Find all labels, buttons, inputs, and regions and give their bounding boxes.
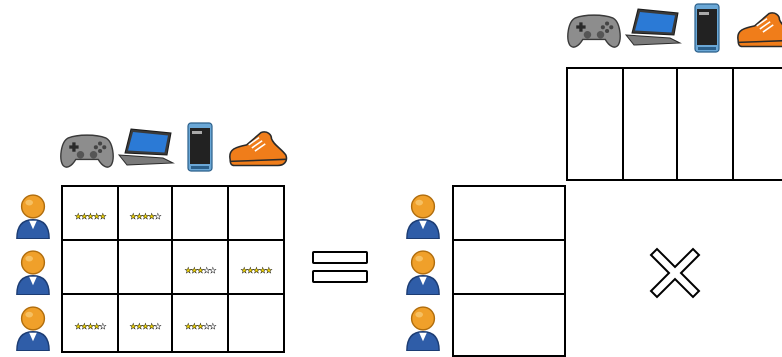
rating-cell <box>62 240 118 294</box>
user-factor-row <box>452 185 566 241</box>
rating-cell <box>228 186 284 240</box>
rating-cell: ★★★★★ <box>172 294 228 352</box>
star-icon: ★ <box>209 322 215 331</box>
rating-cell: ★★★★★ <box>118 186 172 240</box>
smartphone-icon <box>185 122 215 172</box>
item-factor-matrix <box>566 67 782 183</box>
user-factor-row <box>452 295 566 357</box>
user-avatar-icon <box>14 247 52 295</box>
laptop-icon <box>115 126 175 168</box>
user-avatar-icon <box>404 191 442 239</box>
laptop-icon <box>622 6 682 48</box>
sneaker-icon <box>226 128 288 170</box>
equals-symbol <box>311 250 369 284</box>
star-icon: ★ <box>209 266 215 275</box>
multiply-symbol <box>647 245 703 301</box>
rating-row: ★★★★★ ★★★★★ <box>62 186 284 240</box>
rating-matrix: ★★★★★★★★★★★★★★★★★★★★★★★★★★★★★★★★★★★ <box>61 185 285 353</box>
rating-row: ★★★★★ ★★★★★ ★★★★★ <box>62 294 284 352</box>
user-avatar-icon <box>404 303 442 351</box>
star-rating: ★★★★★ <box>75 212 106 221</box>
item-factor-column <box>678 67 734 181</box>
star-rating: ★★★★★ <box>75 322 106 331</box>
star-rating: ★★★★★ <box>185 322 216 331</box>
rating-cell <box>118 240 172 294</box>
rating-cell: ★★★★★ <box>228 240 284 294</box>
star-rating: ★★★★★ <box>241 266 272 275</box>
sneaker-icon <box>734 9 782 51</box>
rating-cell: ★★★★★ <box>172 240 228 294</box>
item-factor-column <box>624 67 678 181</box>
star-icon: ★ <box>265 266 271 275</box>
user-factor-matrix <box>452 185 566 353</box>
rating-cell: ★★★★★ <box>118 294 172 352</box>
user-factor-row <box>452 241 566 295</box>
star-rating: ★★★★★ <box>130 322 161 331</box>
game-controller-icon <box>59 134 115 168</box>
star-icon: ★ <box>154 212 160 221</box>
user-avatar-icon <box>14 191 52 239</box>
item-factor-column <box>734 67 782 181</box>
star-icon: ★ <box>154 322 160 331</box>
rating-row: ★★★★★ ★★★★★ <box>62 240 284 294</box>
rating-cell <box>172 186 228 240</box>
item-factor-column <box>566 67 624 181</box>
star-rating: ★★★★★ <box>130 212 161 221</box>
rating-cell: ★★★★★ <box>62 294 118 352</box>
game-controller-icon <box>566 14 622 48</box>
rating-cell: ★★★★★ <box>62 186 118 240</box>
star-rating: ★★★★★ <box>185 266 216 275</box>
user-avatar-icon <box>404 247 442 295</box>
star-icon: ★ <box>99 322 105 331</box>
user-avatar-icon <box>14 303 52 351</box>
star-icon: ★ <box>99 212 105 221</box>
smartphone-icon <box>692 3 722 53</box>
rating-cell <box>228 294 284 352</box>
